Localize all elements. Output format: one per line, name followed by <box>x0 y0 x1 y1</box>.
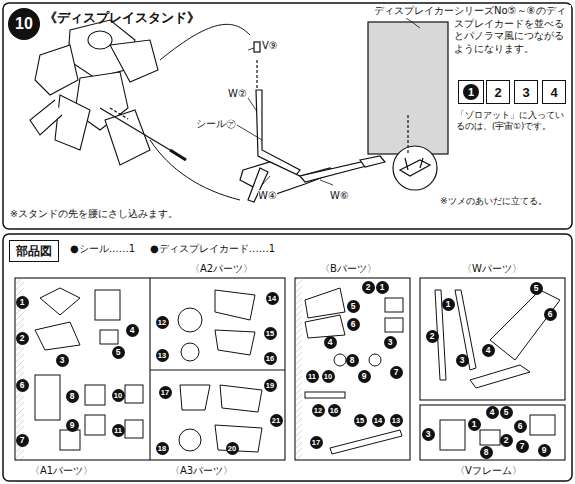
callout-number: 16 <box>264 352 277 365</box>
panel-box: 2 <box>486 80 510 104</box>
callout-number: 3 <box>56 354 69 367</box>
callout-number: 15 <box>354 414 367 427</box>
box-text: 4 <box>550 85 557 100</box>
note-text: ディスプレイカード <box>374 5 464 18</box>
callout-number: 14 <box>372 414 385 427</box>
note-text: V⑨ <box>262 40 278 53</box>
callout-number: 2 <box>16 332 29 345</box>
note-text: 「ゾロアット」に入っているのは、(宇宙①)です。 <box>456 110 570 131</box>
callout-number: 10 <box>322 370 335 383</box>
callout-number: 11 <box>112 424 125 437</box>
callout-number: 12 <box>156 316 169 329</box>
callout-number: 5 <box>530 282 543 295</box>
part-label: ●シール……1 <box>70 243 135 256</box>
callout-number: 21 <box>270 414 283 427</box>
callout-number: 17 <box>310 436 323 449</box>
callout-number: 9 <box>358 370 371 383</box>
callout-number: 5 <box>500 406 513 419</box>
callout-number: 5 <box>112 346 125 359</box>
callout-number: 6 <box>514 420 527 433</box>
box-text: 3 <box>522 85 529 100</box>
callout-number: 3 <box>384 336 397 349</box>
note-text: W⑥ <box>330 190 349 203</box>
note-text: ※スタンドの先を腰にさし込みます。 <box>10 208 178 220</box>
callout-number: 4 <box>486 406 499 419</box>
note-text: W② <box>228 88 247 101</box>
note-text: W④ <box>258 190 277 203</box>
callout-number: 7 <box>16 434 29 447</box>
callout-number: 1 <box>442 298 455 311</box>
callout-number: 4 <box>324 336 337 349</box>
step-title: 《ディスプレイスタンド》 <box>44 10 200 26</box>
callout-number: 4 <box>126 324 139 337</box>
callout-number: 10 <box>112 389 125 402</box>
callout-number: 14 <box>266 292 279 305</box>
callout-number: 2 <box>500 434 513 447</box>
part-label: 〈Bパーツ〉 <box>320 263 377 276</box>
callout-number: 6 <box>16 379 29 392</box>
panel-box: 4 <box>542 80 566 104</box>
callout-number: 3 <box>422 428 435 441</box>
part-label: 〈A3パーツ〉 <box>170 465 233 478</box>
callout-number: 9 <box>66 419 79 432</box>
part-label: 〈Wパーツ〉 <box>462 263 522 276</box>
callout-number: 7 <box>516 440 529 453</box>
callout-number: 17 <box>159 386 172 399</box>
callout-number: 7 <box>390 366 403 379</box>
part-label: 〈A1パーツ〉 <box>30 465 93 478</box>
callout-number: 4 <box>482 344 495 357</box>
callout-number: 6 <box>347 318 360 331</box>
panel-box: 1 <box>458 80 484 104</box>
panel-box: 3 <box>514 80 538 104</box>
step-number-text: 10 <box>15 15 33 33</box>
callout-number: 1 <box>16 296 29 309</box>
box-text: 部品図 <box>16 243 52 260</box>
callout-number: 12 <box>312 404 325 417</box>
callout-number: 8 <box>480 446 493 459</box>
callout-number: 6 <box>544 308 557 321</box>
callout-number: 13 <box>156 349 169 362</box>
callout-number: 16 <box>328 404 341 417</box>
part-label: 〈A2パーツ〉 <box>190 263 253 276</box>
callout-number: 3 <box>456 354 469 367</box>
box-text: 1 <box>463 84 479 100</box>
note-text: シリーズNo⑤～⑧のディスプレイカードを並べるとパノラマ風につながるようになりま… <box>454 5 571 55</box>
callout-number: 11 <box>306 370 319 383</box>
callout-number: 9 <box>538 444 551 457</box>
callout-number: 1 <box>468 418 481 431</box>
callout-number: 1 <box>376 281 389 294</box>
callout-number: 8 <box>346 354 359 367</box>
callout-number: 20 <box>226 442 239 455</box>
callout-number: 5 <box>347 300 360 313</box>
callout-number: 2 <box>362 281 375 294</box>
step-number: 10 <box>8 8 40 40</box>
note-text: シール㋐ <box>196 118 236 131</box>
callout-number: 18 <box>156 442 169 455</box>
callout-number: 15 <box>264 327 277 340</box>
note-text: ※ツメのあいだに立てる。 <box>440 196 547 207</box>
callout-number: 19 <box>264 379 277 392</box>
callout-number: 8 <box>66 390 79 403</box>
box-text: 2 <box>494 85 501 100</box>
callout-number: 2 <box>426 330 439 343</box>
section-header: 部品図 <box>9 240 59 262</box>
callout-number: 13 <box>390 414 403 427</box>
part-label: 〈Vフレーム〉 <box>455 465 522 478</box>
part-label: ●ディスプレイカード……1 <box>150 243 275 256</box>
